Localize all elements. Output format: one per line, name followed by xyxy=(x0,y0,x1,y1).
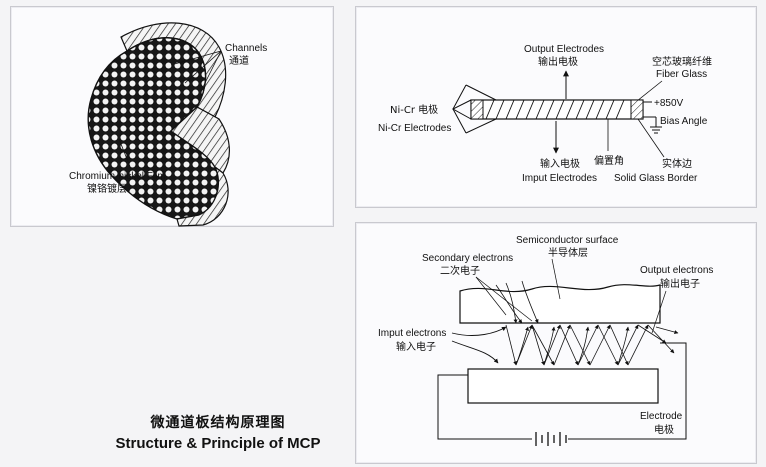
figure-title-en: Structure & Principle of MCP xyxy=(115,435,321,452)
mcp-principle-diagram: Semiconductor surface 半导体层 Secondary ele… xyxy=(378,235,713,446)
input-electrons-label-en: Imput electrons xyxy=(378,328,446,339)
mcp-principle-panel: Semiconductor surface 半导体层 Secondary ele… xyxy=(355,222,757,464)
input-electrodes-label-en: Imput Electrodes xyxy=(522,173,597,184)
semiconductor-label-zh: 半导体层 xyxy=(548,246,588,259)
electrode-label-en: Electrode xyxy=(640,411,683,422)
semiconductor-label-en: Semiconductor surface xyxy=(516,235,619,246)
solid-border-label-zh: 实体边 xyxy=(662,157,692,170)
secondary-electrons-label-zh: 二次电子 xyxy=(440,264,480,277)
input-electrodes-label-zh: 输入电极 xyxy=(540,157,580,170)
nicr-label-en: Ni-Cr Electrodes xyxy=(378,123,451,134)
output-electrons-label-zh: 输出电子 xyxy=(660,277,700,290)
solid-border-label-en: Solid Glass Border xyxy=(614,173,698,184)
figure-title-zh: 微通道板结构原理图 xyxy=(150,415,286,431)
mcp-structure-panel: Output Electrodes 输出电极 空芯玻璃纤维 Fiber Glas… xyxy=(355,6,757,208)
film-label-zh: 镍铬镀层 xyxy=(87,182,127,195)
mcp-cutaway-diagram: Channels 通道 Chromium-nickel Film 镍铬镀层 xyxy=(69,22,267,227)
bias-angle-label-zh: 偏置角 xyxy=(594,154,624,167)
output-electrons-label-en: Output electrons xyxy=(640,265,713,276)
output-electrodes-label-zh: 输出电极 xyxy=(538,55,578,68)
fiber-glass-label-zh: 空芯玻璃纤维 xyxy=(652,55,712,68)
mcp-cutaway-panel: Channels 通道 Chromium-nickel Film 镍铬镀层 xyxy=(10,6,334,227)
channels-label-en: Channels xyxy=(225,43,267,54)
film-label-en: Chromium-nickel Film xyxy=(69,171,166,182)
channels-label-zh: 通道 xyxy=(229,54,249,67)
battery-symbol xyxy=(535,432,567,446)
fiber-glass-label-en: Fiber Glass xyxy=(656,69,707,80)
figure-title: 微通道板结构原理图 Structure & Principle of MCP xyxy=(108,412,328,452)
secondary-electrons-label-en: Secondary electrons xyxy=(422,253,513,264)
output-electrodes-label-en: Output Electrodes xyxy=(524,44,604,55)
nicr-label-zh: Ni-Cr 电极 xyxy=(390,103,438,116)
voltage-label: +850V xyxy=(654,98,684,109)
mcp-lower-rim xyxy=(176,166,229,227)
electron-trajectories xyxy=(505,324,679,366)
bias-angle-label-en: Bias Angle xyxy=(660,116,708,127)
mcp-structure-diagram: Output Electrodes 输出电极 空芯玻璃纤维 Fiber Glas… xyxy=(378,44,712,184)
electrode-label-zh: 电极 xyxy=(654,423,674,436)
input-electrons-label-zh: 输入电子 xyxy=(396,340,436,353)
lower-channel-wall xyxy=(467,368,659,404)
upper-channel-wall xyxy=(459,284,661,324)
